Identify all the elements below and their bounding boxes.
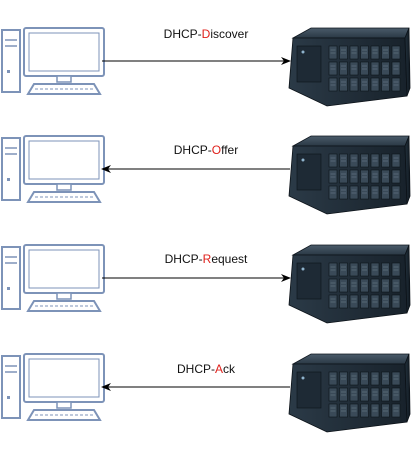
message-prefix: DHCP-	[173, 143, 212, 157]
message-accent-letter: D	[201, 27, 211, 41]
message-suffix: equest	[211, 252, 248, 266]
desktop-computer-icon	[1, 135, 105, 203]
message-accent-letter: O	[211, 143, 222, 157]
message-suffix: iscover	[210, 27, 249, 41]
message-label-offer: DHCP-Offer	[136, 143, 276, 157]
desktop-computer-icon	[1, 27, 105, 95]
message-suffix: ffer	[221, 143, 239, 157]
message-row	[1, 135, 411, 215]
message-prefix: DHCP-	[164, 252, 203, 266]
rack-server-icon	[288, 27, 411, 107]
message-label-discover: DHCP-Discover	[136, 27, 276, 41]
rack-server-icon	[288, 353, 411, 433]
message-suffix: ck	[223, 362, 235, 376]
rack-server-icon	[288, 244, 411, 324]
message-prefix: DHCP-	[176, 362, 215, 376]
message-accent-letter: A	[214, 362, 223, 376]
desktop-computer-icon	[1, 353, 105, 421]
desktop-computer-icon	[1, 244, 105, 312]
message-row	[1, 27, 411, 107]
rack-server-icon	[288, 135, 411, 215]
message-row	[1, 353, 411, 433]
message-label-request: DHCP-Request	[136, 252, 276, 266]
message-label-ack: DHCP-Ack	[136, 362, 276, 376]
message-accent-letter: R	[202, 252, 212, 266]
message-row	[1, 244, 411, 324]
message-prefix: DHCP-	[163, 27, 202, 41]
